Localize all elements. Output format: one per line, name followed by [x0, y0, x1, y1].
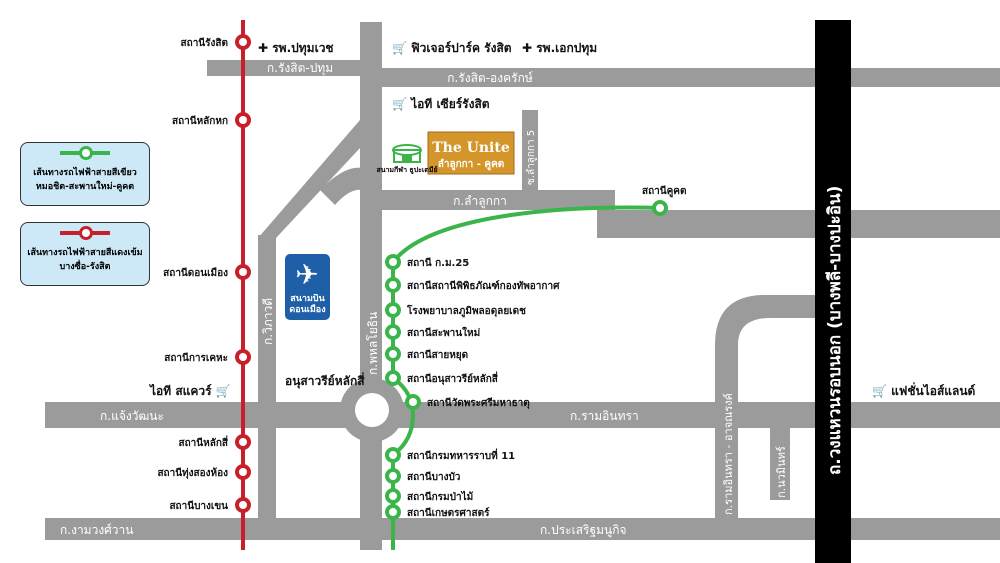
- plus-icon: ✚: [522, 41, 536, 55]
- red-station-marker: [235, 497, 251, 513]
- green-station-marker: [385, 488, 401, 504]
- airport-label: สนามบิน ดอนเมือง: [289, 294, 326, 315]
- green-station-marker: [385, 254, 401, 270]
- green-station-marker: [385, 346, 401, 362]
- red-station-marker: [235, 112, 251, 128]
- red-station-marker: [235, 464, 251, 480]
- green-station-marker: [385, 447, 401, 463]
- station-khu-khot: [652, 200, 668, 216]
- station-label: สถานีหลักหก: [172, 115, 228, 127]
- green-station-marker: [385, 277, 401, 293]
- road-label: ก.รามอินทรา: [570, 409, 639, 423]
- station-label: สถานีรังสิต: [181, 37, 228, 49]
- road-label: ก.วิภาวดี: [261, 298, 275, 345]
- hospital-pathumvech: ✚ รพ.ปทุมเวช: [258, 41, 334, 56]
- project-name: The Unite: [432, 140, 510, 156]
- airport-icon: [285, 254, 330, 320]
- road-label: ก.พหลโยธิน: [366, 312, 380, 375]
- station-label: สถานีกรมทหารราบที่ 11: [407, 448, 515, 462]
- green-station-marker: [385, 302, 401, 318]
- green-line-stations: สถานี ก.ม.25 สถานีสถานีพิพิธภัณฑ์กองทัพอา…: [385, 254, 560, 520]
- red-station-marker: [235, 434, 251, 450]
- it-square-rangsit: 🛒 ไอที เซียร์รังสิต: [392, 96, 490, 111]
- road-label: ก.แจ้งวัฒนะ: [100, 409, 164, 423]
- green-station-marker: [385, 468, 401, 484]
- cart-icon: 🛒: [872, 384, 891, 398]
- red-station-marker: [235, 34, 251, 50]
- road-label: ก.ลำลูกกา: [453, 194, 507, 209]
- road-label: ก.นวมินทร์: [775, 446, 788, 498]
- cart-icon: 🛒: [392, 97, 411, 111]
- station-label: สถานีการเคหะ: [164, 352, 228, 364]
- station-label: สถานีทุ่งสองห้อง: [157, 467, 228, 479]
- plus-icon: ✚: [258, 41, 272, 55]
- road-label: ก.รังสิต-ปทุม: [267, 61, 333, 76]
- station-label: สถานีบางเขน: [169, 500, 228, 512]
- road-label: ถ.วงแหวนรอบนอก (บางพลี-บางปะอิน): [824, 186, 845, 475]
- station-label: สถานีสายหยุด: [407, 349, 468, 361]
- cart-icon: 🛒: [392, 41, 411, 55]
- station-label: สถานีเกษตรศาสตร์: [407, 507, 490, 519]
- red-station-marker: [235, 264, 251, 280]
- cart-icon: 🛒: [212, 384, 231, 398]
- the-unite-project: [427, 131, 515, 175]
- it-square: ไอที สแควร์ 🛒: [148, 383, 231, 398]
- green-station-marker: [385, 370, 401, 386]
- red-line-stations: สถานีรังสิตสถานีหลักหกสถานีดอนเมืองสถานี…: [157, 34, 251, 513]
- station-label: สถานีวัดพระศรีมหาธาตุ: [427, 397, 530, 409]
- outer-ring-road: [815, 20, 851, 563]
- station-label: สถานีสะพานใหม่: [407, 326, 480, 339]
- road-label: ก.รังสิต-องครักษ์: [447, 71, 533, 85]
- green-station-marker: [385, 504, 401, 520]
- project-subtitle: ลำลูกกา - คูคต: [438, 158, 505, 171]
- future-park: 🛒 ฟิวเจอร์ปาร์ค รังสิต: [392, 41, 512, 55]
- station-label: สถานีกรมป่าไม้: [407, 490, 473, 503]
- station-label: สถานีดอนเมือง: [163, 267, 228, 279]
- green-station-marker: [405, 394, 421, 410]
- road-label: ก.รามอินทรา - อาจณรงค์: [722, 393, 735, 515]
- fashion-island: 🛒 แฟชั่นไอส์แลนด์: [872, 382, 976, 398]
- station-label: สถานีอนุสาวรีย์หลักสี่: [407, 371, 499, 385]
- airplane-icon: ✈: [295, 258, 318, 291]
- legend-green-line: เส้นทางรถไฟฟ้าสายสีเขียวหมอชิต-สะพานใหม่…: [20, 142, 150, 206]
- hospital-ekpathum: ✚ รพ.เอกปทุม: [522, 41, 597, 56]
- road-label: ก.ประเสริฐมนูกิจ: [540, 523, 627, 538]
- legend-red-line: เส้นทางรถไฟฟ้าสายสีแดงเข้มบางซื่อ-รังสิต: [20, 222, 150, 286]
- station-label: โรงพยาบาลภูมิพลอดุลยเดช: [406, 304, 526, 318]
- monument-label: อนุสาวรีย์หลักสี่: [285, 372, 365, 389]
- station-label: สถานี ก.ม.25: [407, 257, 469, 269]
- stadium-label: สนามกีฬา ธูปะเตมีย์: [376, 165, 437, 175]
- red-station-marker: [235, 349, 251, 365]
- stadium-icon: [392, 144, 422, 163]
- road-label: ซ.ลำลูกกา 5: [526, 130, 537, 185]
- road-label: ก.งามวงศ์วาน: [60, 523, 133, 537]
- station-label: สถานีสถานีพิพิธภัณฑ์กองทัพอากาศ: [407, 280, 560, 292]
- station-label: สถานีบางบัว: [407, 471, 461, 483]
- station-label: สถานีหลักสี่: [179, 435, 229, 449]
- station-label: สถานีคูคต: [642, 185, 686, 198]
- green-station-marker: [385, 324, 401, 340]
